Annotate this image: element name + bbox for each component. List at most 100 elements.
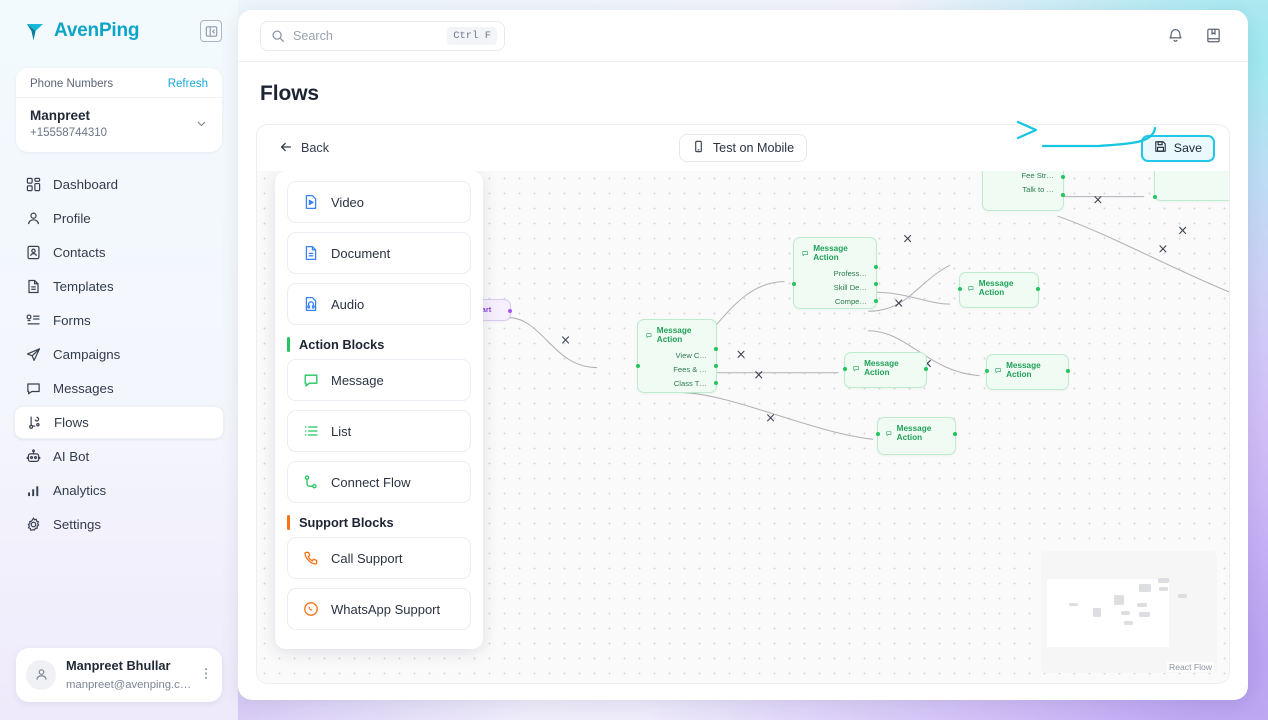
node-port[interactable] xyxy=(1061,193,1065,197)
minimap-node xyxy=(1121,611,1130,615)
user-account-card[interactable]: Manpreet Bhullar manpreet@avenping.c… xyxy=(16,647,222,702)
node-port[interactable] xyxy=(985,369,989,373)
audio-file-icon xyxy=(302,295,320,313)
sidebar-item-flows[interactable]: Flows xyxy=(14,406,224,440)
phone-number-selector[interactable]: Manpreet +15558744310 xyxy=(16,98,222,152)
flow-node-message-action[interactable]: Message Action Profess… Skill De… Compe… xyxy=(792,237,878,309)
flow-node-option[interactable]: View C… xyxy=(675,350,707,360)
arrow-left-icon xyxy=(279,140,293,157)
sidebar-item-dashboard[interactable]: Dashboard xyxy=(14,168,224,201)
flow-node-message-action[interactable]: Message Action Fee Str… Talk to … xyxy=(982,171,1065,211)
node-port[interactable] xyxy=(1036,287,1040,291)
node-port[interactable] xyxy=(636,364,640,368)
sidebar-item-profile[interactable]: Profile xyxy=(14,202,224,235)
block-whatsapp-support[interactable]: WhatsApp Support xyxy=(287,588,471,630)
minimap-node xyxy=(1114,595,1124,605)
block-video[interactable]: Video xyxy=(287,181,471,223)
node-port[interactable] xyxy=(876,432,880,436)
sidebar-item-contacts[interactable]: Contacts xyxy=(14,236,224,269)
chat-bubble-icon xyxy=(886,430,892,436)
search-input[interactable]: Search Ctrl F xyxy=(260,20,505,51)
test-on-mobile-button[interactable]: Test on Mobile xyxy=(678,134,808,162)
sidebar-item-messages[interactable]: Messages xyxy=(14,372,224,405)
book-bookmark-icon[interactable] xyxy=(1200,23,1226,49)
chat-bubble-icon xyxy=(802,250,808,256)
node-port[interactable] xyxy=(1061,175,1065,179)
flow-node-message-action[interactable]: Message Action xyxy=(843,352,928,388)
paper-plane-icon xyxy=(25,346,42,363)
sidebar-item-forms[interactable]: Forms xyxy=(14,304,224,337)
minimap-node xyxy=(1159,587,1168,591)
node-port[interactable] xyxy=(714,347,718,351)
block-list[interactable]: List xyxy=(287,410,471,452)
flow-canvas[interactable]: Start Message Action View C… Fees & … Cl… xyxy=(257,171,1229,683)
flow-node-header: Message Action xyxy=(987,355,1068,383)
sidebar-item-label: AI Bot xyxy=(53,449,90,465)
flow-node-option[interactable]: Compe… xyxy=(834,296,867,306)
flow-node-option[interactable]: Talk to … xyxy=(1022,184,1054,194)
sidebar-item-label: Settings xyxy=(53,517,102,533)
kebab-menu-icon[interactable] xyxy=(200,666,212,683)
canvas-minimap[interactable]: React Flow xyxy=(1041,551,1217,673)
block-call-support[interactable]: Call Support xyxy=(287,537,471,579)
node-port[interactable] xyxy=(1153,195,1157,199)
flow-node-title: Message Action xyxy=(864,359,899,377)
bell-icon[interactable] xyxy=(1162,23,1188,49)
flow-node-option[interactable]: Fee Str… xyxy=(1021,171,1055,180)
sidebar-item-label: Flows xyxy=(54,415,89,431)
flow-node-message-action[interactable]: Message Action xyxy=(985,354,1070,390)
sidebar-item-templates[interactable]: Templates xyxy=(14,270,224,303)
minimap-node xyxy=(1158,578,1169,583)
block-connect-flow[interactable]: Connect Flow xyxy=(287,461,471,503)
flow-node-message-action[interactable]: Message Action xyxy=(958,272,1040,308)
minimap-node xyxy=(1139,612,1150,617)
phone-numbers-label: Phone Numbers xyxy=(30,78,114,90)
phone-account-name: Manpreet xyxy=(30,108,91,123)
flow-node-message-action[interactable] xyxy=(1153,171,1229,201)
node-port[interactable] xyxy=(714,364,718,368)
main-area: Search Ctrl F Flows xyxy=(238,0,1268,720)
node-port[interactable] xyxy=(874,282,878,286)
flow-node-option[interactable]: Fees & … xyxy=(673,364,707,374)
node-port[interactable] xyxy=(714,381,718,385)
flow-node-message-action[interactable]: Message Action xyxy=(876,417,957,455)
phone-numbers-header: Phone Numbers Refresh xyxy=(16,68,222,98)
flow-node-header: Message Action xyxy=(638,320,716,348)
sidebar-item-settings[interactable]: Settings xyxy=(14,508,224,541)
sidebar-item-analytics[interactable]: Analytics xyxy=(14,474,224,507)
save-button[interactable]: Save xyxy=(1140,134,1215,162)
node-port[interactable] xyxy=(508,309,512,313)
sidebar-item-label: Campaigns xyxy=(53,347,121,363)
flow-node-option[interactable]: Profess… xyxy=(833,268,867,278)
block-message[interactable]: Message xyxy=(287,359,471,401)
search-icon xyxy=(271,29,285,43)
node-port[interactable] xyxy=(843,367,847,371)
minimap-node xyxy=(1137,603,1147,607)
connect-flow-icon xyxy=(302,473,320,491)
flow-node-message-action[interactable]: Message Action View C… Fees & … Class T… xyxy=(636,319,718,393)
block-audio[interactable]: Audio xyxy=(287,283,471,325)
node-port[interactable] xyxy=(1066,369,1070,373)
sidebar-item-campaigns[interactable]: Campaigns xyxy=(14,338,224,371)
search-shortcut-badge: Ctrl F xyxy=(447,26,497,45)
node-port[interactable] xyxy=(924,367,928,371)
node-port[interactable] xyxy=(792,282,796,286)
avenping-logo-icon xyxy=(24,20,46,42)
toolbar-center: Test on Mobile xyxy=(257,134,1229,162)
node-port[interactable] xyxy=(874,265,878,269)
refresh-button[interactable]: Refresh xyxy=(167,78,208,90)
flow-node-option[interactable]: Skill De… xyxy=(833,282,867,292)
node-port[interactable] xyxy=(953,432,957,436)
panel-collapse-icon[interactable] xyxy=(200,20,222,42)
block-document[interactable]: Document xyxy=(287,232,471,274)
toolbar-right: Save xyxy=(1140,134,1215,162)
section-label: Action Blocks xyxy=(299,337,385,352)
search-placeholder: Search xyxy=(293,28,333,43)
back-button[interactable]: Back xyxy=(271,135,337,162)
chevron-down-icon[interactable] xyxy=(195,117,208,132)
node-port[interactable] xyxy=(958,287,962,291)
flow-node-option[interactable]: Class T… xyxy=(673,378,707,388)
sidebar-item-ai-bot[interactable]: AI Bot xyxy=(14,440,224,473)
node-port[interactable] xyxy=(874,299,878,303)
gear-icon xyxy=(25,516,42,533)
